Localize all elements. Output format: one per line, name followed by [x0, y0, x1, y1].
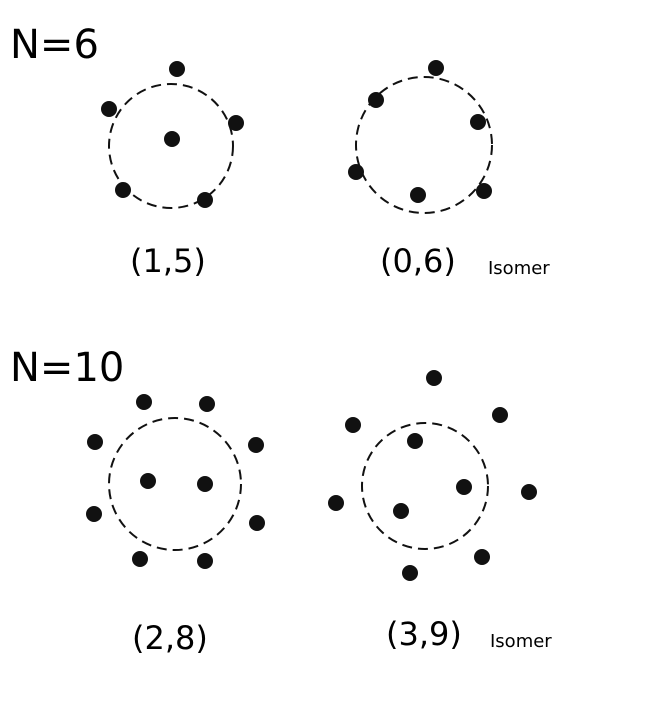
- particle-dot: [132, 551, 148, 567]
- section-title-n10: N=10: [10, 345, 124, 391]
- particle-dot: [197, 192, 213, 208]
- particle-dot: [402, 565, 418, 581]
- shell-circle: [355, 76, 493, 214]
- config-label-1-5: (1,5): [130, 242, 206, 280]
- cluster-n6-0-6: [348, 60, 493, 214]
- particle-dot: [476, 183, 492, 199]
- particle-dot: [197, 476, 213, 492]
- particle-dot: [140, 473, 156, 489]
- particle-dot: [474, 549, 490, 565]
- particle-dot: [328, 495, 344, 511]
- section-title-n6: N=6: [10, 22, 99, 68]
- particle-dot: [86, 506, 102, 522]
- particle-dot: [410, 187, 426, 203]
- config-label-2-8: (2,8): [132, 619, 208, 657]
- particle-dot: [169, 61, 185, 77]
- particle-dot: [470, 114, 486, 130]
- cluster-n10-3-9: [328, 370, 537, 581]
- cluster-n6-1-5: [101, 61, 244, 209]
- particle-dot: [426, 370, 442, 386]
- particle-dot: [199, 396, 215, 412]
- config-label-0-6: (0,6): [380, 242, 456, 280]
- particle-dot: [407, 433, 423, 449]
- particle-dot: [368, 92, 384, 108]
- config-label-3-9: (3,9): [386, 615, 462, 653]
- particle-dot: [348, 164, 364, 180]
- particle-dot: [87, 434, 103, 450]
- particle-dot: [428, 60, 444, 76]
- particle-dot: [248, 437, 264, 453]
- particle-dot: [136, 394, 152, 410]
- particle-dot: [492, 407, 508, 423]
- particle-dot: [456, 479, 472, 495]
- particle-dot: [197, 553, 213, 569]
- particle-dot: [228, 115, 244, 131]
- particle-dot: [249, 515, 265, 531]
- isomer-note-3-9: Isomer: [490, 631, 552, 652]
- shell-circle: [108, 83, 234, 209]
- shell-circle: [108, 417, 242, 551]
- particle-dot: [393, 503, 409, 519]
- shell-circle: [361, 422, 489, 550]
- cluster-n10-2-8: [86, 394, 265, 569]
- particle-dot: [345, 417, 361, 433]
- particle-dot: [115, 182, 131, 198]
- particle-dot: [101, 101, 117, 117]
- isomer-note-0-6: Isomer: [488, 258, 550, 279]
- particle-dot: [521, 484, 537, 500]
- particle-dot: [164, 131, 180, 147]
